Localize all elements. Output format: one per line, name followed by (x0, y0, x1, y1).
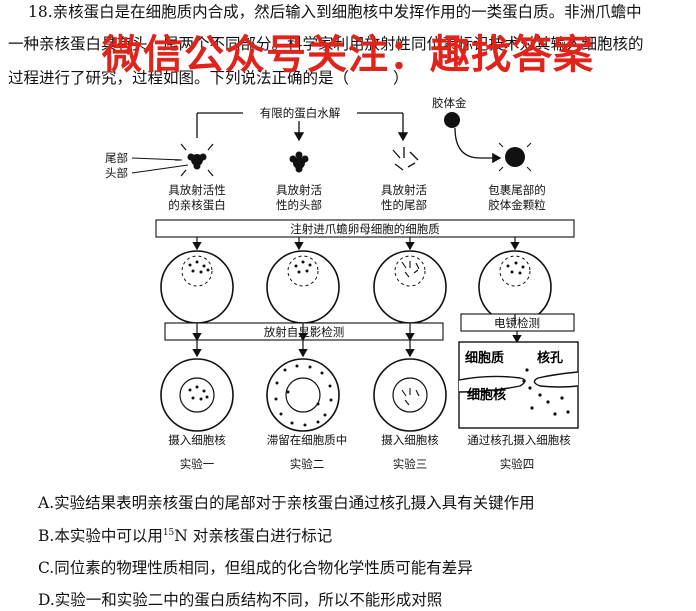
question-line-3: 过程进行了研究，过程如图。下列说法正确的是（） (8, 69, 409, 87)
material-3-line2: 性的尾部 (381, 198, 427, 212)
experiment-1-label: 实验一 (180, 457, 215, 471)
material-3-line1: 具放射活 (381, 183, 427, 197)
material-1-line1: 具放射活性 (168, 183, 226, 197)
result-cells (160, 358, 447, 432)
material-4-line1: 包裹尾部的 (488, 183, 546, 197)
electron-micrograph (458, 341, 579, 429)
autoradiography-label: 放射自显影检测 (264, 325, 345, 339)
protein-tail-icon (392, 147, 419, 171)
watermark: 微信公众号关注：趣找答案 (102, 32, 594, 78)
electron-microscopy-label: 电镜检测 (494, 316, 540, 330)
tail-label: 尾部 (105, 151, 128, 165)
nucleoplasmin-protein-icon (175, 143, 214, 177)
material-2-line2: 性的头部 (276, 198, 322, 212)
question-line-1: 18.亲核蛋白是在细胞质内合成，然后输入到细胞核中发挥作用的一类蛋白质。非洲爪蟾… (28, 1, 696, 23)
result-1: 摄入细胞核 (168, 433, 226, 447)
material-4-line2: 胶体金颗粒 (488, 198, 546, 212)
em-nucleus-label: 细胞核 (467, 387, 506, 403)
experiment-4-label: 实验四 (500, 457, 535, 471)
experiment-2-label: 实验二 (290, 457, 325, 471)
injected-cells (160, 250, 552, 324)
colloid-gold-particle (444, 112, 460, 128)
question-line-2: 一种亲核蛋白具有头、尾两个不同部分。科学家利用放射性同位素标记技术对其输入细胞核… (8, 35, 644, 53)
gold-wrapped-tail-icon (498, 142, 532, 172)
question-text-1: 亲核蛋白是在细胞质内合成，然后输入到细胞核中发挥作用的一类蛋白质。非洲爪蟾中 (52, 3, 642, 21)
hydrolysis-label: 有限的蛋白水解 (260, 106, 341, 120)
result-3: 摄入细胞核 (381, 433, 439, 447)
protein-head-icon (289, 151, 309, 173)
injection-box (155, 219, 575, 238)
material-2-line1: 具放射活 (276, 183, 322, 197)
result-4: 通过核孔摄入细胞核 (467, 433, 571, 447)
injection-box-label: 注射进爪蟾卵母细胞的细胞质 (290, 222, 440, 236)
question-number: 18. (28, 3, 53, 21)
colloid-gold-label: 胶体金 (432, 96, 467, 110)
result-2: 滞留在细胞质中 (267, 433, 348, 447)
option-a: A.实验结果表明亲核蛋白的尾部对于亲核蛋白通过核孔摄入具有关键作用 (38, 494, 535, 512)
em-cytoplasm-label: 细胞质 (465, 350, 504, 366)
option-b: B.本实验中可以用15N 对亲核蛋白进行标记 (38, 527, 333, 545)
em-nuclear-pore-label: 核孔 (537, 350, 563, 366)
experiment-3-label: 实验三 (393, 457, 428, 471)
head-label: 头部 (105, 166, 128, 180)
option-d: D.实验一和实验二中的蛋白质结构不同，所以不能形成对照 (38, 591, 443, 609)
material-1-line2: 的亲核蛋白 (168, 198, 226, 212)
option-c: C.同位素的物理性质相同，但组成的化合物化学性质可能有差异 (38, 559, 473, 577)
